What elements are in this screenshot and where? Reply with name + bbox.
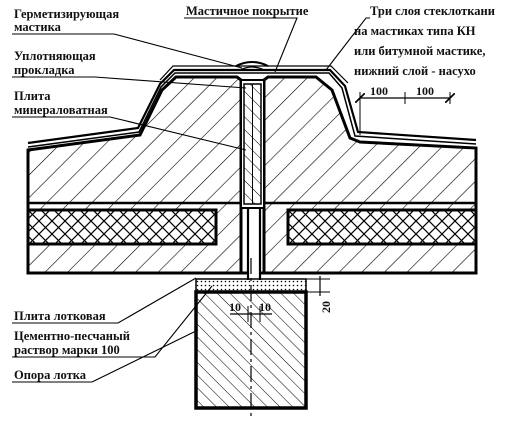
leader-lines [12, 17, 370, 383]
label-three-layers-1: Три слоя стеклоткани [370, 4, 495, 18]
dim-height-20: 20 [319, 301, 333, 313]
dim-right-100: 100 [416, 84, 434, 98]
label-gasket-1: Уплотняющая [14, 49, 96, 63]
tray-support [194, 258, 308, 418]
label-three-layers-2: на мастиках типа КН [354, 24, 476, 38]
central-joint [240, 79, 265, 280]
annotation-labels: Герметизирующая мастика Мастичное покрыт… [14, 4, 495, 382]
label-mortar-2: раствор марки 100 [14, 343, 120, 357]
label-mortar-1: Цементно-песчаный [14, 329, 130, 343]
slab-flange-lines [28, 201, 476, 275]
label-three-layers-4: нижний слой - насухо [354, 64, 476, 78]
dimension-lines [230, 92, 450, 322]
label-mineral-wool-1: Плита [14, 89, 51, 103]
dim-right-10: 10 [259, 300, 271, 314]
label-sealing-mastic-1: Герметизирующая [14, 7, 119, 21]
mineral-wool-insulation [26, 208, 478, 246]
label-mineral-wool-2: минераловатная [14, 103, 108, 117]
label-tray-slab: Плита лотковая [14, 309, 106, 323]
label-sealing-mastic-2: мастика [14, 20, 62, 34]
label-tray-support: Опора лотка [14, 368, 87, 382]
dim-left-100: 100 [370, 84, 388, 98]
label-mastic-coating: Мастичное покрытие [186, 4, 309, 18]
label-three-layers-3: или битумной мастике, [354, 44, 485, 58]
label-gasket-2: прокладка [14, 63, 75, 77]
dim-left-10: 10 [229, 300, 241, 314]
dimension-values: 100 100 10 10 20 [229, 84, 434, 314]
